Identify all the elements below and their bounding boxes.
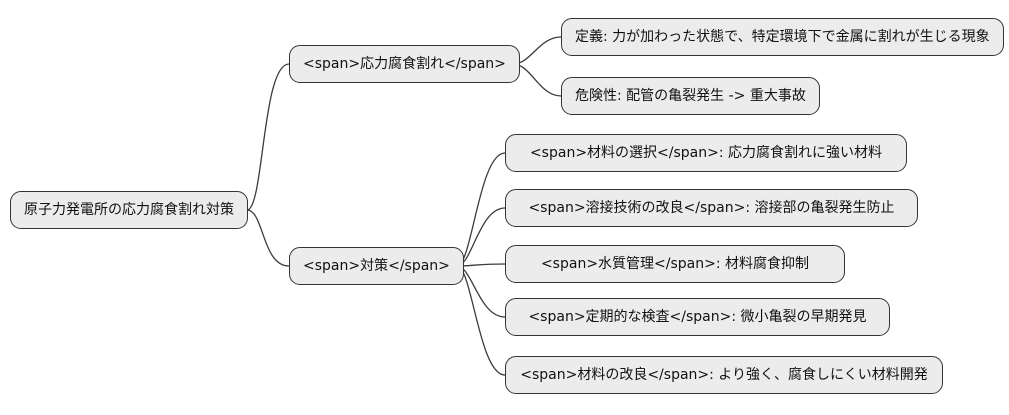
leaf-node-material-selection: <span>材料の選択</span>: 応力腐食割れに強い材料 xyxy=(505,134,907,172)
leaf-node-definition: 定義: 力が加わった状態で、特定環境下で金属に割れが生じる現象 xyxy=(561,18,1004,56)
connector-root-to-stress-corrosion xyxy=(246,63,290,211)
leaf-node-welding-improvement: <span>溶接技術の改良</span>: 溶接部の亀裂発生防止 xyxy=(505,189,918,227)
connector-stress-corrosion-to-definition xyxy=(512,36,562,65)
branch-node-countermeasures: <span>対策</span> xyxy=(289,247,464,285)
leaf-node-risk: 危険性: 配管の亀裂発生 -> 重大事故 xyxy=(561,77,820,115)
connector-root-to-countermeasures xyxy=(246,209,290,267)
leaf-node-material-improvement: <span>材料の改良</span>: より強く、腐食しにくい材料開発 xyxy=(505,356,943,394)
connector-countermeasures-to-material-improvement xyxy=(456,265,506,376)
branch-node-stress-corrosion: <span>応力腐食割れ</span> xyxy=(289,45,520,83)
leaf-node-water-quality: <span>水質管理</span>: 材料腐食抑制 xyxy=(505,245,845,283)
connector-countermeasures-to-water-quality xyxy=(456,263,506,267)
leaf-node-periodic-inspection: <span>定期的な検査</span>: 微小亀裂の早期発見 xyxy=(505,298,890,336)
connector-stress-corrosion-to-risk xyxy=(512,63,562,97)
root-node: 原子力発電所の応力腐食割れ対策 xyxy=(10,191,248,229)
